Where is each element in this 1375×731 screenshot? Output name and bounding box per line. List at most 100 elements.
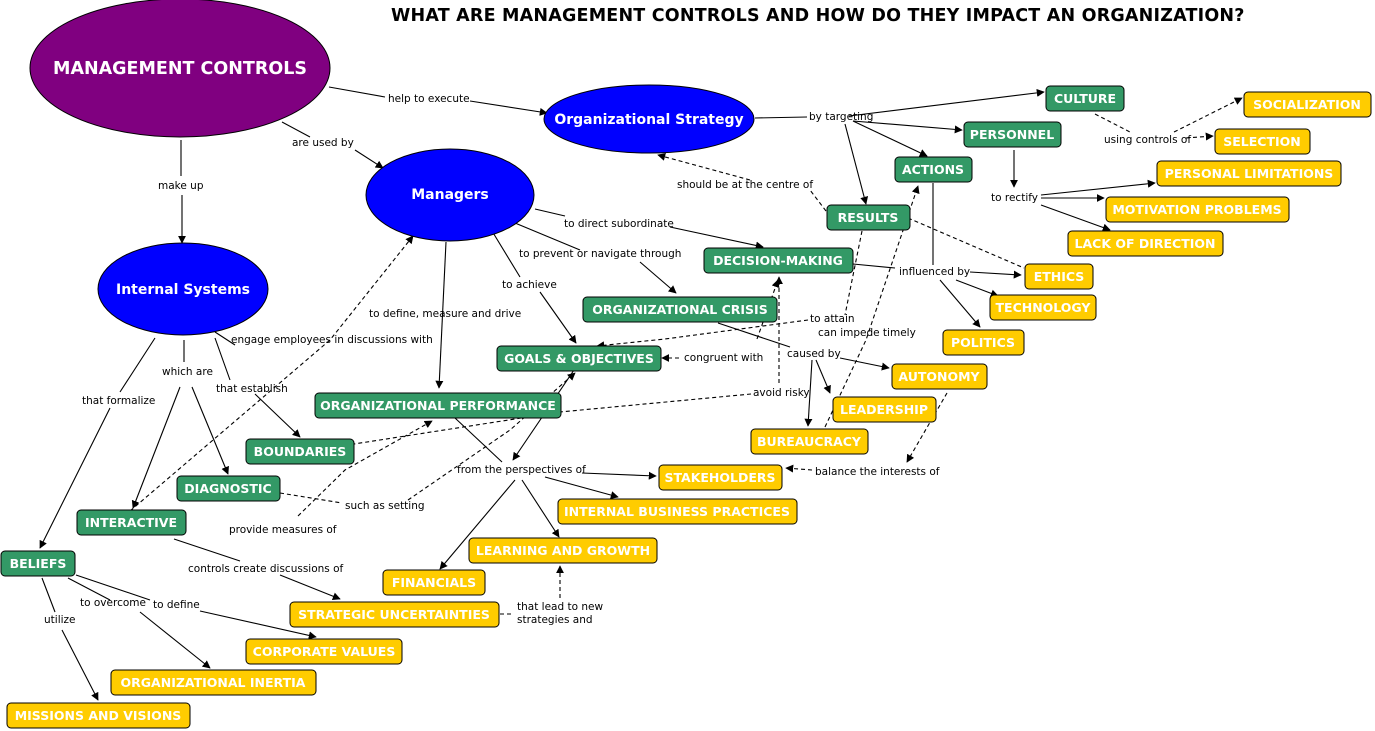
edge-to-diagnostic <box>191 386 229 475</box>
node-culture[interactable]: CULTURE <box>1045 85 1125 112</box>
edge-to-personal-limitations <box>1040 179 1156 196</box>
edge-to-prevent <box>514 222 676 293</box>
node-internal-systems[interactable]: Internal Systems <box>97 242 269 336</box>
label-to-prevent: to prevent or navigate through <box>519 248 681 260</box>
node-boundaries[interactable]: BOUNDARIES <box>245 438 355 465</box>
node-strategic-uncertainties[interactable]: STRATEGIC UNCERTAINTIES <box>289 601 500 628</box>
edge-to-attain <box>597 230 863 346</box>
node-organizational-crisis[interactable]: ORGANIZATIONAL CRISIS <box>582 296 778 323</box>
svg-text:LEADERSHIP: LEADERSHIP <box>840 402 928 417</box>
svg-text:AUTONOMY: AUTONOMY <box>898 369 980 384</box>
svg-text:ORGANIZATIONAL CRISIS: ORGANIZATIONAL CRISIS <box>592 302 767 317</box>
node-actions[interactable]: ACTIONS <box>894 156 973 183</box>
svg-text:ORGANIZATIONAL PERFORMANCE: ORGANIZATIONAL PERFORMANCE <box>320 398 556 413</box>
node-internal-business-practices[interactable]: INTERNAL BUSINESS PRACTICES <box>557 498 798 525</box>
edge-that-establish <box>214 337 300 437</box>
edge-to-selection <box>1185 132 1214 141</box>
edge-results-centre <box>658 155 827 212</box>
node-missions-and-visions[interactable]: MISSIONS AND VISIONS <box>6 702 191 729</box>
node-technology[interactable]: TECHNOLOGY <box>989 294 1097 321</box>
node-beliefs[interactable]: BELIEFS <box>0 550 76 577</box>
node-corporate-values[interactable]: CORPORATE VALUES <box>245 638 403 665</box>
edge-are-used-by <box>281 121 383 168</box>
edge-perf-perspectives <box>454 417 503 463</box>
node-motivation-problems[interactable]: MOTIVATION PROBLEMS <box>1105 196 1290 223</box>
label-to-rectify: to rectify <box>991 192 1038 204</box>
label-using-controls-of: using controls of <box>1104 134 1191 146</box>
label-utilize: utilize <box>44 614 76 626</box>
node-lack-of-direction[interactable]: LACK OF DIRECTION <box>1067 230 1224 257</box>
edge-crisis-caused <box>717 322 791 348</box>
edge-provide-measures <box>297 420 433 517</box>
svg-text:Organizational Strategy: Organizational Strategy <box>554 112 743 128</box>
node-decision-making[interactable]: DECISION-MAKING <box>703 247 854 274</box>
label-to-define-measure: to define, measure and drive <box>369 308 521 320</box>
node-organizational-inertia[interactable]: ORGANIZATIONAL INERTIA <box>110 669 317 696</box>
label-to-achieve: to achieve <box>502 279 557 291</box>
label-to-attain: to attain <box>810 313 855 325</box>
label-are-used-by: are used by <box>292 137 354 149</box>
label-to-direct: to direct subordinate <box>564 218 674 230</box>
edge-to-socialization <box>1173 97 1243 133</box>
svg-text:Managers: Managers <box>411 187 489 203</box>
node-autonomy[interactable]: AUTONOMY <box>891 363 988 390</box>
edge-to-culture <box>848 88 1045 117</box>
svg-text:ACTIONS: ACTIONS <box>902 162 964 177</box>
svg-text:CULTURE: CULTURE <box>1054 91 1116 106</box>
label-controls-create: controls create discussions of <box>188 563 344 575</box>
node-management-controls[interactable]: MANAGEMENT CONTROLS <box>29 0 331 138</box>
node-bureaucracy[interactable]: BUREAUCRACY <box>750 428 869 455</box>
svg-text:POLITICS: POLITICS <box>951 335 1015 350</box>
node-organizational-strategy[interactable]: Organizational Strategy <box>543 84 755 154</box>
green-nodes: CULTURE PERSONNEL ACTIONS RESULTS DECISI… <box>0 85 1125 577</box>
node-learning-and-growth[interactable]: LEARNING AND GROWTH <box>468 537 658 564</box>
label-congruent-with: congruent with <box>684 352 763 364</box>
svg-text:INTERNAL BUSINESS PRACTICES: INTERNAL BUSINESS PRACTICES <box>564 504 790 519</box>
svg-text:BELIEFS: BELIEFS <box>10 556 67 571</box>
label-avoid-risky: avoid risky <box>753 387 810 399</box>
node-socialization[interactable]: SOCIALIZATION <box>1243 91 1372 118</box>
edge-to-define-measure <box>435 241 447 389</box>
edge-can-impede <box>824 185 920 428</box>
node-personnel[interactable]: PERSONNEL <box>963 121 1062 148</box>
node-selection[interactable]: SELECTION <box>1214 128 1311 155</box>
svg-text:ETHICS: ETHICS <box>1034 269 1085 284</box>
svg-text:SOCIALIZATION: SOCIALIZATION <box>1253 97 1361 112</box>
svg-text:MANAGEMENT CONTROLS: MANAGEMENT CONTROLS <box>53 59 307 79</box>
node-stakeholders[interactable]: STAKEHOLDERS <box>658 464 783 491</box>
edge-to-personnel <box>852 120 963 134</box>
ellipse-nodes: MANAGEMENT CONTROLS Organizational Strat… <box>29 0 755 336</box>
label-help-to-execute: help to execute <box>388 93 470 105</box>
svg-text:GOALS & OBJECTIVES: GOALS & OBJECTIVES <box>504 351 654 366</box>
label-lead-to-new-2: strategies and <box>517 614 593 626</box>
label-influenced-by: influenced by <box>899 266 970 278</box>
svg-text:Internal Systems: Internal Systems <box>116 282 250 298</box>
node-goals-objectives[interactable]: GOALS & OBJECTIVES <box>496 345 662 372</box>
svg-text:TECHNOLOGY: TECHNOLOGY <box>996 300 1092 315</box>
node-personal-limitations[interactable]: PERSONAL LIMITATIONS <box>1156 160 1342 187</box>
edge-to-results <box>844 123 869 205</box>
node-results[interactable]: RESULTS <box>826 204 911 231</box>
node-politics[interactable]: POLITICS <box>942 329 1025 356</box>
node-interactive[interactable]: INTERACTIVE <box>76 509 187 536</box>
node-ethics[interactable]: ETHICS <box>1024 263 1094 290</box>
node-leadership[interactable]: LEADERSHIP <box>832 396 937 423</box>
edge-to-technology <box>955 279 999 298</box>
node-financials[interactable]: FINANCIALS <box>382 569 486 596</box>
edge-to-learning <box>521 479 560 538</box>
label-lead-to-new-1: that lead to new <box>517 601 603 613</box>
node-diagnostic[interactable]: DIAGNOSTIC <box>176 475 281 502</box>
svg-text:DIAGNOSTIC: DIAGNOSTIC <box>184 481 271 496</box>
label-that-formalize: that formalize <box>82 395 155 407</box>
node-organizational-performance[interactable]: ORGANIZATIONAL PERFORMANCE <box>314 392 562 419</box>
edge-help-to-execute <box>328 86 547 113</box>
node-managers[interactable]: Managers <box>365 148 535 242</box>
edge-to-bureaucracy <box>804 359 813 427</box>
edge-such-as-setting-goals <box>407 372 576 501</box>
edge-to-overcome <box>67 577 210 668</box>
svg-text:LACK OF DIRECTION: LACK OF DIRECTION <box>1075 236 1216 251</box>
svg-text:LEARNING AND GROWTH: LEARNING AND GROWTH <box>476 543 650 558</box>
edge-to-actions <box>852 120 928 157</box>
edge-lead-to-new <box>500 566 560 615</box>
